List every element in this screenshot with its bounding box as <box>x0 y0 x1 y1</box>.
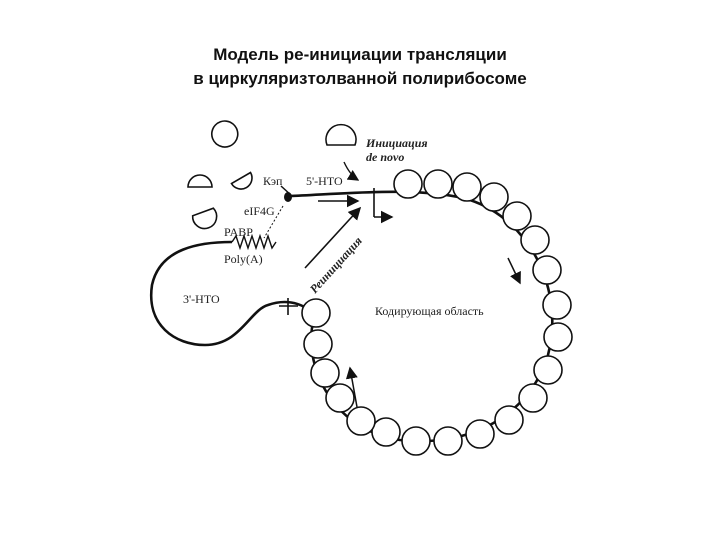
title-line-1: Модель ре-инициации трансляции <box>213 45 507 64</box>
cap-stem <box>280 185 293 197</box>
coding-region-label: Кодирующая область <box>375 304 484 318</box>
de-novo-arrow <box>343 161 360 181</box>
cap-label: Кэп <box>263 174 283 188</box>
polya-label: Poly(A) <box>224 252 263 266</box>
initiation-label-1: Инициация <box>365 136 428 150</box>
direction-arrow-left <box>345 366 358 408</box>
free-subunits <box>187 120 253 230</box>
pabp-label: PABP <box>224 225 253 239</box>
incoming-ribosome <box>325 123 357 146</box>
title-line-2: в циркуляризтолванной полирибосоме <box>193 69 527 88</box>
initiation-label-2: de novo <box>366 150 404 164</box>
utr3-label: 3'-НТО <box>183 292 220 306</box>
eif4g-label: eIF4G <box>244 204 275 218</box>
polya-spring <box>231 233 277 251</box>
reinitiation-label: Реинициация <box>307 234 365 296</box>
cap-dot <box>284 192 292 202</box>
reinitiation-arrow <box>304 206 362 269</box>
utr5-label: 5'-НТО <box>306 174 343 188</box>
direction-arrow-right <box>507 257 521 285</box>
polysome-ribosomes <box>301 169 573 456</box>
